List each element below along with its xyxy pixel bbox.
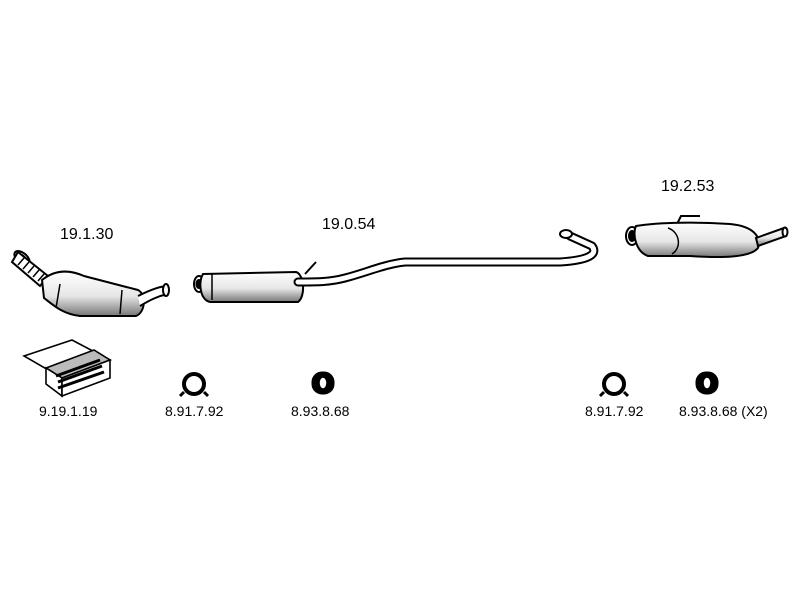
rear-section-label: 19.2.53 (661, 178, 715, 195)
middle-section-label: 19.0.54 (322, 216, 376, 233)
rubber-mount-front-icon (311, 371, 335, 395)
clamp-front-label: 8.91.7.92 (165, 403, 224, 419)
clamp-rear-icon (598, 372, 630, 398)
mounting-kit-box (22, 339, 112, 398)
middle-section-silencer-pipe (193, 229, 599, 303)
rubber-mount-rear-label: 8.93.8.68 (X2) (679, 403, 768, 419)
clamp-rear-label: 8.91.7.92 (585, 403, 644, 419)
front-section-catalytic-converter (10, 250, 170, 317)
mounting-kit-label: 9.19.1.19 (39, 403, 98, 419)
clamp-front-icon (178, 372, 210, 398)
rubber-mount-rear-icon (695, 371, 719, 395)
rear-section-silencer (625, 215, 789, 259)
front-section-label: 19.1.30 (60, 226, 114, 243)
rubber-mount-front-label: 8.93.8.68 (291, 403, 350, 419)
